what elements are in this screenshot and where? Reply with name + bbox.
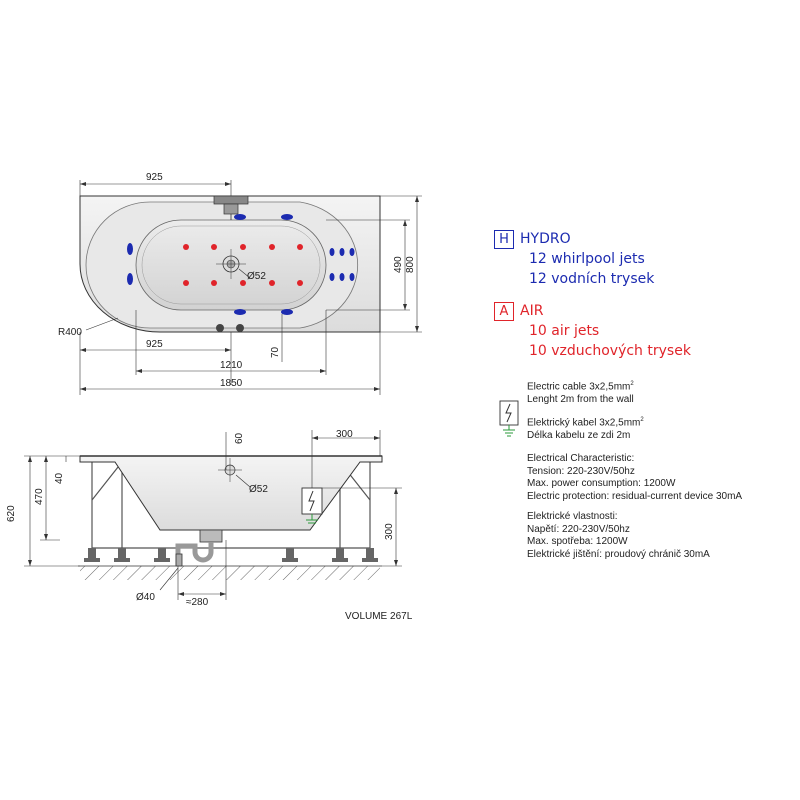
- electrical-characteristic-cz: Elektrické vlastnosti: Napětí: 220-230V/…: [527, 511, 710, 561]
- dim-800: 800: [405, 256, 416, 273]
- cable-cz-line2: Délka kabelu ze zdi 2m: [527, 429, 631, 441]
- air-jet: [211, 244, 217, 250]
- dim-925-bottom: 925: [146, 339, 163, 350]
- cable-cz-line1: Elektrický kabel 3x2,5mm: [527, 417, 641, 429]
- hydro-jet: [127, 273, 133, 285]
- hydro-jets: [127, 214, 355, 315]
- cable-en-line2: Lenght 2m from the wall: [527, 393, 634, 405]
- side-view-dimensions: [24, 430, 402, 600]
- cable-spec-cz: Elektrický kabel 3x2,5mm2 Délka kabelu z…: [527, 414, 644, 442]
- dim-60: 60: [234, 432, 245, 444]
- dim-drain-diameter-side: Ø52: [249, 484, 268, 495]
- hydro-jet: [329, 273, 335, 281]
- dim-pipe-diameter: Ø40: [136, 592, 155, 603]
- top-view: Ø52: [58, 172, 422, 395]
- dim-280: ≈280: [186, 597, 209, 608]
- hydro-jet: [281, 309, 293, 315]
- dim-40: 40: [54, 472, 65, 484]
- hydro-jet: [234, 309, 246, 315]
- air-jets: [183, 244, 303, 286]
- hydro-title-row: H HYDRO: [494, 229, 654, 249]
- top-view-dimensions: [79, 180, 422, 395]
- hydro-jet: [349, 248, 355, 256]
- cable-spec-en: Electric cable 3x2,5mm2 Lenght 2m from t…: [527, 378, 634, 406]
- spec-cz-power: Max. spotřeba: 1200W: [527, 536, 628, 547]
- dim-1850: 1850: [220, 378, 243, 389]
- spec-en-tension: Tension: 220-230V/50hz: [527, 465, 635, 477]
- support-frame: [91, 461, 371, 549]
- hydro-legend: H HYDRO 12 whirlpool jets 12 vodních trys…: [494, 229, 654, 289]
- cable-en-line1: Electric cable 3x2,5mm: [527, 381, 631, 393]
- hydro-jet: [339, 273, 345, 281]
- dim-470: 470: [34, 488, 45, 505]
- overflow-knob-right: [236, 324, 244, 332]
- air-jet: [183, 280, 189, 286]
- spec-en-power: Max. power consumption: 1200W: [527, 478, 676, 489]
- dim-620: 620: [6, 505, 17, 522]
- dim-925-top: 925: [146, 172, 163, 183]
- cable-cz-superscript: 2: [640, 417, 644, 423]
- hydro-jet: [127, 243, 133, 255]
- dim-490: 490: [393, 256, 404, 273]
- spec-cz-tension: Napětí: 220-230V/50hz: [527, 523, 630, 535]
- hydro-jets-en: 12 whirlpool jets: [529, 251, 645, 267]
- air-jet: [240, 244, 246, 250]
- hydro-jet: [281, 214, 293, 220]
- dim-1210: 1210: [220, 360, 243, 371]
- feet: [84, 548, 378, 562]
- hydro-jet: [329, 248, 335, 256]
- electric-symbol-icon: [499, 400, 519, 437]
- dim-300-top: 300: [336, 429, 353, 440]
- drain-icon-side: [218, 458, 242, 482]
- spec-en-title: Electrical Characteristic:: [527, 453, 635, 464]
- top-view-arrows: [80, 182, 419, 391]
- spec-en-protection: Electric protection: residual-current de…: [527, 490, 743, 502]
- dim-r400: R400: [58, 327, 82, 338]
- siphon-icon: [175, 529, 223, 567]
- hydro-badge: H: [494, 229, 514, 249]
- spec-cz-title: Elektrické vlastnosti:: [527, 511, 618, 522]
- side-view-arrows: [28, 436, 398, 596]
- air-jet: [269, 244, 275, 250]
- drain-icon: [216, 249, 246, 279]
- air-jet: [211, 280, 217, 286]
- electric-box-icon: [301, 487, 323, 524]
- air-title: AIR: [520, 303, 544, 319]
- electrical-characteristic-en: Electrical Characteristic: Tension: 220-…: [527, 453, 742, 503]
- overflow-knob-left: [216, 324, 224, 332]
- air-jet: [269, 280, 275, 286]
- hydro-title: HYDRO: [520, 231, 571, 247]
- air-jets-en: 10 air jets: [529, 323, 600, 339]
- air-badge: A: [494, 301, 514, 321]
- air-jet: [240, 280, 246, 286]
- side-view: Ø52: [6, 429, 402, 608]
- hydro-jet: [339, 248, 345, 256]
- air-jets-cz: 10 vzduchových trysek: [529, 343, 691, 359]
- air-title-row: A AIR: [494, 301, 691, 321]
- air-jet: [297, 280, 303, 286]
- air-jet: [183, 244, 189, 250]
- tub-inner-floor: [141, 225, 321, 305]
- valve-icon: [213, 195, 249, 220]
- hydro-jets-cz: 12 vodních trysek: [529, 271, 655, 287]
- floor-hatch: [80, 566, 380, 580]
- dim-drain-diameter-top: Ø52: [247, 271, 266, 282]
- hydro-jet: [234, 214, 246, 220]
- hydro-jet: [349, 273, 355, 281]
- cable-en-superscript: 2: [630, 381, 634, 387]
- air-legend: A AIR 10 air jets 10 vzduchových trysek: [494, 301, 691, 361]
- air-jet: [297, 244, 303, 250]
- spec-cz-protection: Elektrické jištění: proudový chránič 30m…: [527, 548, 710, 560]
- dim-70: 70: [270, 346, 281, 358]
- volume-label: VOLUME 267L: [345, 611, 413, 622]
- dim-300-right: 300: [384, 523, 395, 540]
